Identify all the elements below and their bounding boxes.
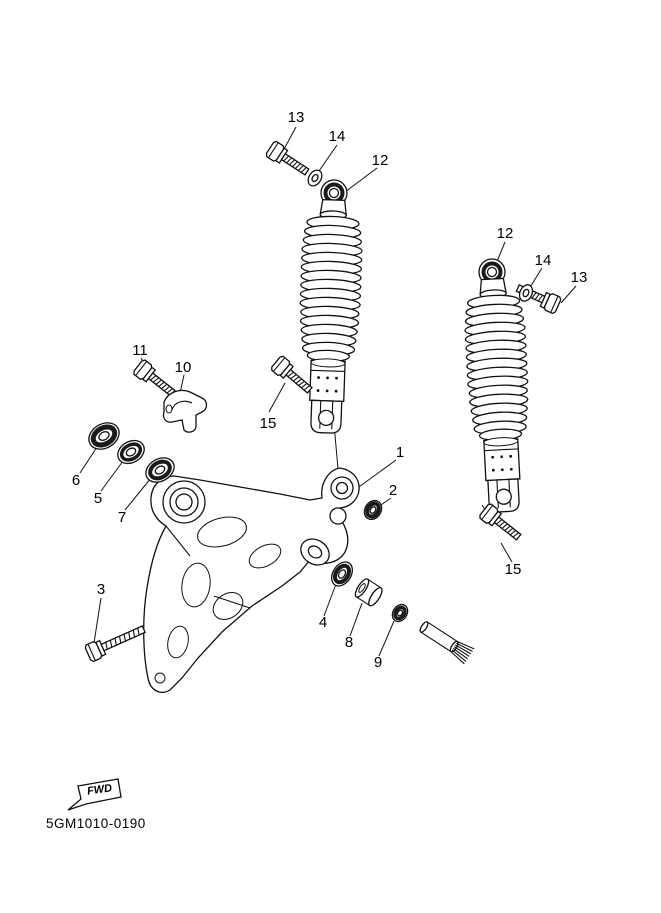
callout-13-top: 13	[288, 109, 305, 126]
splined-shaft	[419, 621, 475, 665]
callout-12-right: 12	[497, 225, 514, 242]
callout-13-right: 13	[571, 269, 588, 286]
seal-5	[117, 439, 145, 465]
callout-12-center: 12	[372, 152, 389, 169]
callout-15-center: 15	[260, 415, 277, 432]
bolt-13-top	[264, 139, 313, 181]
collar-8	[354, 578, 383, 607]
swing-arm	[143, 467, 360, 693]
callout-8: 8	[345, 634, 353, 651]
callout-2: 2	[389, 482, 397, 499]
rear-shock-center	[296, 179, 365, 434]
diagram-code: 5GM1010-0190	[46, 816, 146, 831]
bracket-10	[162, 389, 208, 433]
callout-1: 1	[396, 444, 404, 461]
callout-9: 9	[374, 654, 382, 671]
callout-14-right: 14	[535, 252, 552, 269]
callout-7: 7	[118, 509, 126, 526]
washer-4	[331, 561, 353, 587]
callout-10: 10	[175, 359, 192, 376]
bolt-15-center	[269, 354, 317, 398]
callout-5: 5	[94, 490, 102, 507]
callout-4: 4	[319, 614, 327, 631]
bushing-9	[391, 603, 409, 623]
callout-15-right: 15	[505, 561, 522, 578]
callout-11: 11	[132, 342, 148, 359]
callout-14-top: 14	[329, 128, 346, 145]
bushing-2	[363, 499, 383, 521]
callout-6: 6	[72, 472, 80, 489]
bushing-6	[88, 422, 120, 450]
bearing-7	[145, 457, 175, 483]
bolt-3	[83, 620, 149, 663]
fwd-label: FWD	[86, 782, 113, 797]
fwd-marker: FWD	[67, 778, 122, 811]
callout-3: 3	[97, 581, 105, 598]
